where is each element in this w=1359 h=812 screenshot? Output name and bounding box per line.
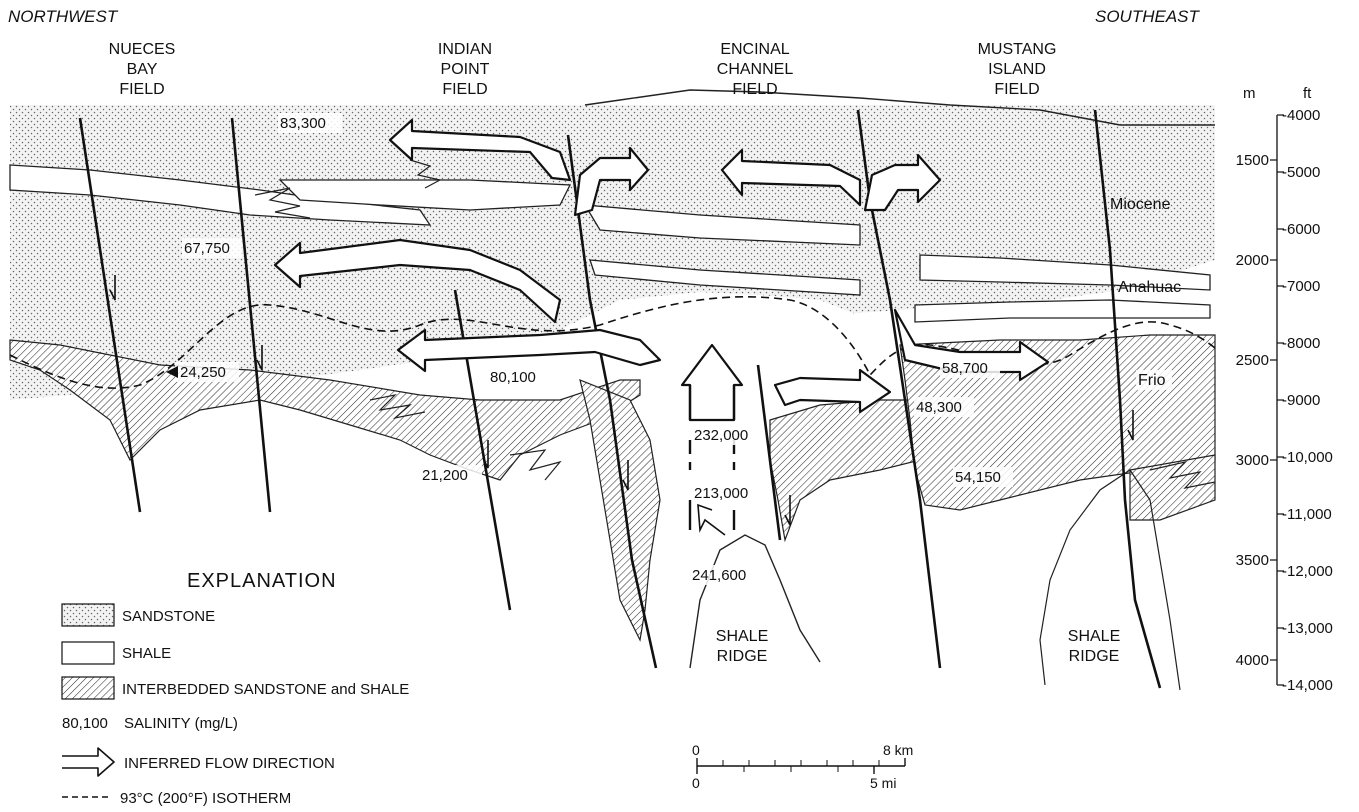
depth-axis-feet-unit: ft [1303, 85, 1312, 102]
salinity-value: 54,150 [955, 469, 1001, 486]
depth-label-meters: 4000 [1236, 652, 1269, 669]
depth-label-feet: -12,000 [1282, 563, 1333, 580]
depth-label-meters: 3500 [1236, 552, 1269, 569]
legend-flow-direction: INFERRED FLOW DIRECTION [124, 755, 335, 772]
salinity-value: 241,600 [692, 567, 746, 584]
legend-salinity: SALINITY (mg/L) [124, 715, 238, 732]
shale-ridge-label-west: SHALE RIDGE [716, 628, 768, 665]
scale-zero-km: 0 [692, 742, 700, 758]
field-label-line: BAY [127, 61, 158, 78]
depth-label-meters: 3000 [1236, 452, 1269, 469]
salinity-value: 21,200 [422, 467, 468, 484]
compass-northwest: NORTHWEST [8, 7, 119, 26]
salinity-value: 80,100 [490, 369, 536, 386]
shale-band-6 [915, 300, 1210, 322]
scale-bar: 0 8 km 0 5 mi [692, 742, 913, 791]
field-label-line: CHANNEL [717, 61, 794, 78]
depth-label-feet: -5000 [1282, 164, 1320, 181]
depth-label-feet: -9000 [1282, 392, 1320, 409]
depth-label-feet: -13,000 [1282, 620, 1333, 637]
legend-sandstone: SANDSTONE [122, 608, 215, 625]
legend-flow-arrow-icon [62, 748, 114, 776]
field-label-line: FIELD [994, 81, 1039, 98]
depth-label-meters: 2500 [1236, 352, 1269, 369]
legend-swatch-shale [62, 642, 114, 664]
formation-frio: Frio [1138, 372, 1166, 389]
legend-interbedded: INTERBEDDED SANDSTONE and SHALE [122, 681, 409, 698]
scale-mi-label: 5 mi [870, 775, 896, 791]
field-label-indian-point: INDIAN POINT FIELD [438, 41, 492, 98]
shale-ridge-label-east: SHALE RIDGE [1068, 628, 1120, 665]
salinity-value: 232,000 [694, 427, 748, 444]
legend-swatch-interbedded [62, 677, 114, 699]
shale-ridge-line: RIDGE [717, 648, 768, 665]
salinity-value: 48,300 [916, 399, 962, 416]
depth-axis: m ft -4000 -5000 -6000 -7000 -8000 -9000 -10,0… [1236, 85, 1333, 694]
depth-label-feet: -11,000 [1282, 506, 1332, 523]
depth-label-feet: -10,000 [1282, 449, 1333, 466]
depth-label-meters: 1500 [1236, 152, 1269, 169]
depth-label-feet: -7000 [1282, 278, 1320, 295]
field-label-line: FIELD [732, 81, 777, 98]
salinity-value: 83,300 [280, 115, 326, 132]
field-label-line: MUSTANG [978, 41, 1057, 58]
field-label-encinal-channel: ENCINAL CHANNEL FIELD [717, 41, 794, 98]
legend-shale: SHALE [122, 645, 171, 662]
depth-axis-meters-unit: m [1243, 85, 1256, 102]
field-label-line: NUECES [109, 41, 176, 58]
interfinger-4 [510, 450, 560, 480]
salinity-value: 58,700 [942, 360, 988, 377]
salinity-value: 67,750 [184, 240, 230, 257]
field-label-nueces-bay: NUECES BAY FIELD [109, 41, 176, 98]
field-label-line: INDIAN [438, 41, 492, 58]
depth-label-feet: -4000 [1282, 107, 1320, 124]
explanation-legend: EXPLANATION SANDSTONE SHALE INTERBEDDED … [62, 570, 409, 807]
salinity-value: 213,000 [694, 485, 748, 502]
shale-ridge-line: SHALE [1068, 628, 1120, 645]
interbedded-central-east [770, 400, 920, 540]
field-label-line: ENCINAL [720, 41, 789, 58]
legend-salinity-sample: 80,100 [62, 715, 108, 732]
explanation-title: EXPLANATION [187, 570, 337, 592]
formation-anahuac: Anahuac [1118, 279, 1181, 296]
field-label-line: FIELD [119, 81, 164, 98]
salinity-value: 24,250 [180, 364, 226, 381]
shale-ridge-line: RIDGE [1069, 648, 1120, 665]
legend-isotherm: 93°C (200°F) ISOTHERM [120, 790, 291, 807]
field-label-line: POINT [441, 61, 490, 78]
field-label-line: FIELD [442, 81, 487, 98]
depth-label-feet: -14,000 [1282, 677, 1333, 694]
depth-label-meters: 2000 [1236, 252, 1269, 269]
scale-km-label: 8 km [883, 742, 913, 758]
field-label-mustang-island: MUSTANG ISLAND FIELD [978, 41, 1057, 98]
shale-ridge-line: SHALE [716, 628, 768, 645]
compass-southeast: SOUTHEAST [1095, 7, 1201, 26]
field-label-line: ISLAND [988, 61, 1046, 78]
legend-swatch-sandstone [62, 604, 114, 626]
formation-miocene: Miocene [1110, 196, 1171, 213]
depth-label-feet: -8000 [1282, 335, 1320, 352]
depth-label-feet: -6000 [1282, 221, 1320, 238]
scale-zero-mi: 0 [692, 775, 700, 791]
